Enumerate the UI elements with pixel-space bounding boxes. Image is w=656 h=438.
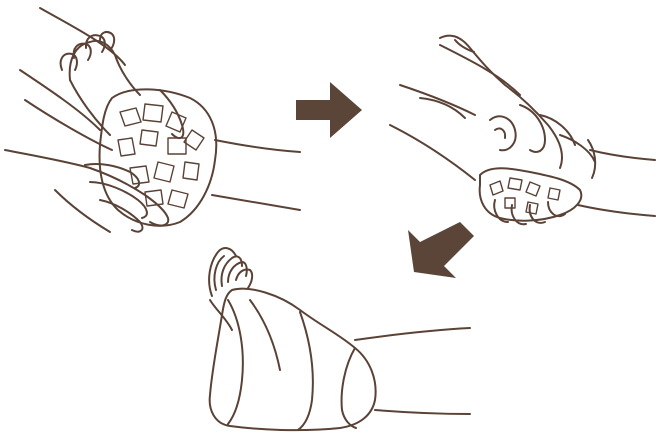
arrow-down-left-step2-to-step3	[408, 222, 474, 278]
step-3-wrapped-ankle	[209, 248, 470, 430]
step-2-wrapping-ice-pack	[390, 36, 655, 225]
step-1-ice-pack-on-foot	[5, 8, 300, 232]
arrow-right-step1-to-step2	[296, 82, 362, 138]
